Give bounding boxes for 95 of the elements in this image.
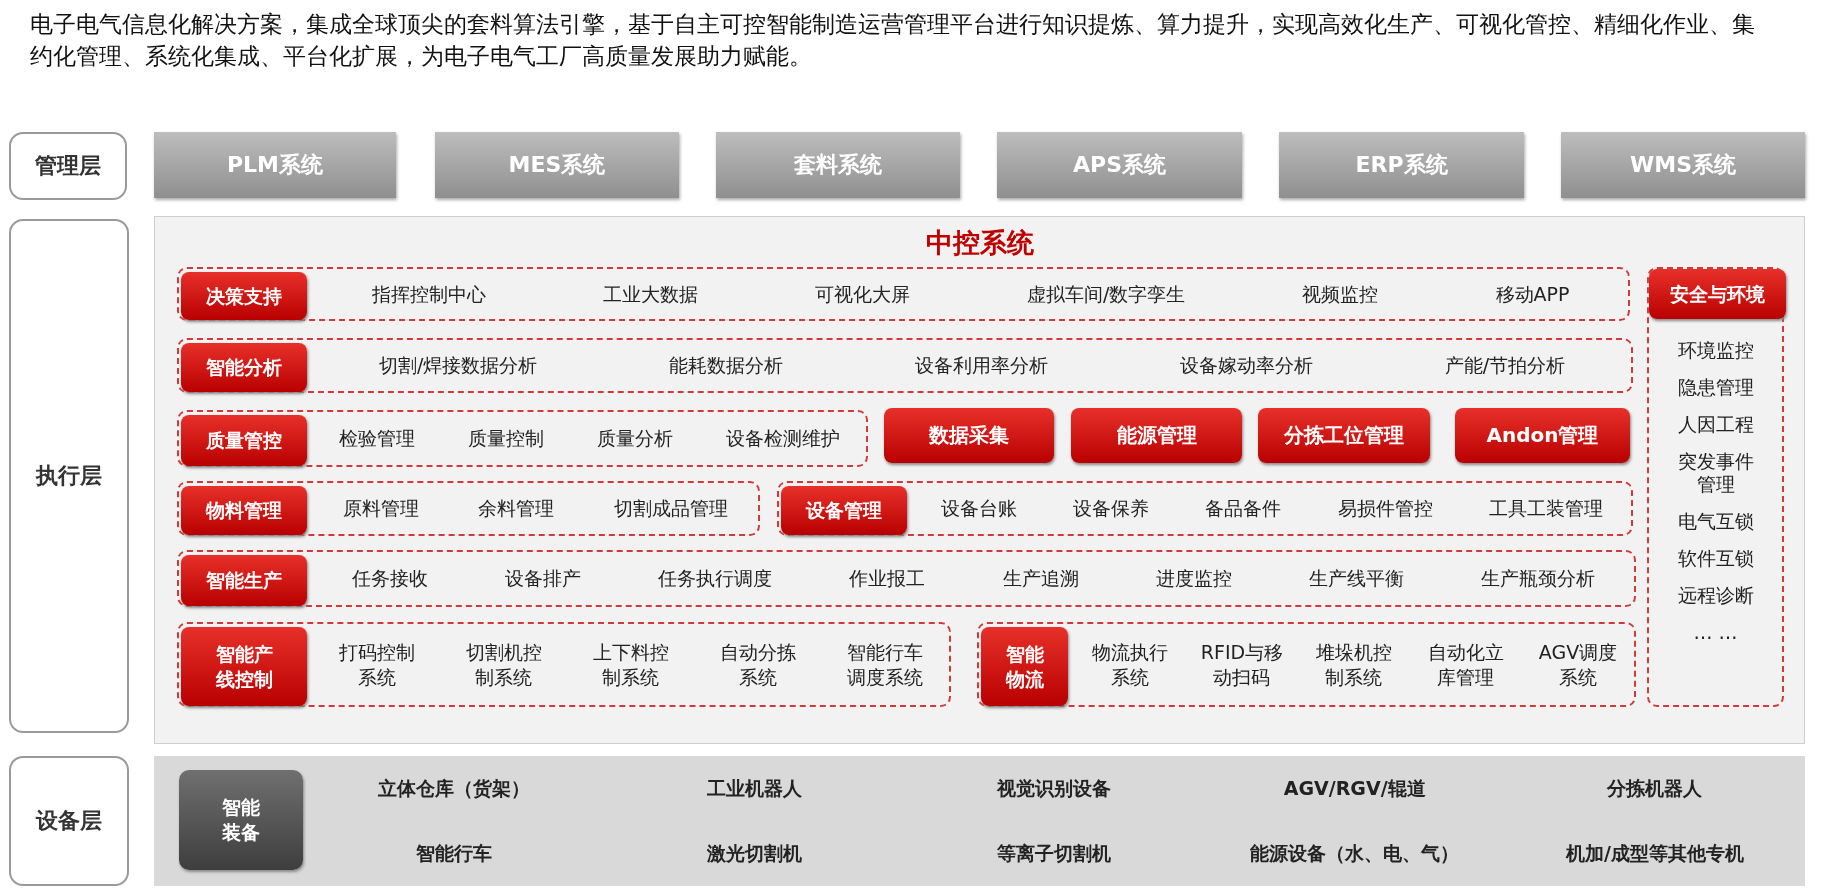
module-item-text: 自动化立库管理 xyxy=(1427,639,1505,690)
system-bar: 套料系统 xyxy=(716,132,960,198)
system-bar: MES系统 xyxy=(435,132,679,198)
module-item-text: 切割成品管理 xyxy=(614,496,729,521)
module-item-text: 可视化大屏 xyxy=(814,281,910,307)
module-item-text: AGV调度系统 xyxy=(1537,639,1619,690)
module-group-frame xyxy=(177,481,760,536)
module-tag: 智能生产 xyxy=(181,555,307,606)
module-item-text: 激光切割机 xyxy=(706,841,802,866)
module-item-text: 生产线平衡 xyxy=(1309,566,1405,591)
module-item-text: 检验管理 xyxy=(339,426,416,451)
module-group-frame xyxy=(977,622,1636,707)
module-tag: 质量管控 xyxy=(181,415,307,466)
module-item-text: 智能行车调度系统 xyxy=(846,639,925,690)
control-system-panel xyxy=(154,216,1805,744)
module-group-frame xyxy=(1647,267,1784,707)
intro-paragraph: 电子电气信息化解决方案，集成全球顶尖的套料算法引擎，基于自主可控智能制造运营管理平台进行知识提炼、算力提升，实现高效化生产、可视化管控、精细化作业、集约化管理、系统化集成、平台化扩展，为电子电气工厂高质量发展助力赋能。 xyxy=(30,10,1756,71)
module-tag: 智能物流 xyxy=(981,627,1068,706)
module-item-text: 任务接收 xyxy=(351,566,428,591)
module-item-text: RFID与移动扫码 xyxy=(1199,639,1285,690)
module-item-text: 隐患管理 xyxy=(1677,376,1754,399)
module-item-text: 进度监控 xyxy=(1155,566,1232,591)
module-item-text: 自动分拣系统 xyxy=(719,639,798,690)
module-item-text: 软件互锁 xyxy=(1677,547,1754,570)
system-bar: APS系统 xyxy=(997,132,1242,198)
module-tag: 安全与环境 xyxy=(1649,269,1786,319)
module-item-text: 易损件管控 xyxy=(1337,496,1433,521)
module-item-text: 远程诊断 xyxy=(1677,584,1754,607)
module-item-text: 设备嫁动率分析 xyxy=(1179,353,1313,378)
module-item-text: 等离子切割机 xyxy=(997,841,1112,866)
system-bar: ERP系统 xyxy=(1279,132,1524,198)
layer-label-box: 执行层 xyxy=(9,219,129,733)
module-item-text: 分拣机器人 xyxy=(1607,776,1703,801)
module-item-text: 打码控制系统 xyxy=(337,639,416,690)
module-button: 数据采集 xyxy=(884,408,1054,463)
module-item-text: 虚拟车间/数字孪生 xyxy=(1026,281,1186,307)
module-item-text: 切割/焊接数据分析 xyxy=(378,353,538,378)
system-bar: PLM系统 xyxy=(154,132,396,198)
equipment-band xyxy=(154,756,1805,886)
module-item-text: AGV/RGV/辊道 xyxy=(1283,776,1426,801)
module-item-text: 质量分析 xyxy=(596,426,673,451)
module-item-text: 视频监控 xyxy=(1302,281,1379,307)
module-item-text: 设备利用率分析 xyxy=(914,353,1048,378)
module-group-frame xyxy=(177,550,1636,607)
module-item-text: 能源设备（水、电、气） xyxy=(1250,841,1460,866)
module-button: Andon管理 xyxy=(1455,408,1630,463)
module-item-text: 立体仓库（货架） xyxy=(378,776,531,801)
module-item-text: 余料管理 xyxy=(478,496,555,521)
module-item-text: 备品备件 xyxy=(1205,496,1282,521)
module-item-text: 产能/节拍分析 xyxy=(1444,353,1566,378)
module-item-text: 设备保养 xyxy=(1073,496,1150,521)
module-item-text: … … xyxy=(1693,621,1738,644)
module-item-text: 移动APP xyxy=(1495,281,1570,307)
module-button: 能源管理 xyxy=(1071,408,1242,463)
module-item-text: 环境监控 xyxy=(1677,339,1754,362)
module-item-text: 任务执行调度 xyxy=(658,566,773,591)
module-group-frame xyxy=(177,338,1633,393)
module-group-frame xyxy=(177,622,951,707)
module-item-text: 设备台账 xyxy=(941,496,1018,521)
module-group-frame xyxy=(777,481,1633,536)
module-tag: 智能产线控制 xyxy=(181,627,307,706)
module-item-text: 作业报工 xyxy=(849,566,926,591)
module-item-text: 质量控制 xyxy=(468,426,545,451)
layer-label-box: 管理层 xyxy=(9,132,127,200)
module-item-text: 视觉识别设备 xyxy=(997,776,1112,801)
layer-label-box: 设备层 xyxy=(9,756,129,886)
module-button: 分拣工位管理 xyxy=(1258,408,1430,463)
module-item-text: 突发事件管理 xyxy=(1676,450,1755,496)
module-item-text: 人因工程 xyxy=(1677,413,1754,436)
module-tag: 决策支持 xyxy=(181,272,307,320)
module-item-text: 生产瓶颈分析 xyxy=(1481,566,1596,591)
module-item-text: 设备检测维护 xyxy=(725,426,840,451)
module-item-text: 切割机控制系统 xyxy=(464,639,543,690)
module-item-text: 工具工装管理 xyxy=(1488,496,1603,521)
module-item-text: 工业机器人 xyxy=(706,776,802,801)
module-tag: 智能分析 xyxy=(181,343,307,392)
module-item-text: 原料管理 xyxy=(342,496,419,521)
module-tag: 设备管理 xyxy=(781,486,907,535)
module-item-text: 生产追溯 xyxy=(1002,566,1079,591)
system-bar: WMS系统 xyxy=(1561,132,1805,198)
module-item-text: 工业大数据 xyxy=(602,281,698,307)
module-item-text: 机加/成型等其他专机 xyxy=(1565,841,1744,866)
module-tag: 物料管理 xyxy=(181,486,307,535)
module-item-text: 设备排产 xyxy=(504,566,581,591)
module-item-text: 上下料控制系统 xyxy=(591,639,670,690)
panel-heading: 中控系统 xyxy=(924,226,1035,260)
module-item-text: 堆垛机控制系统 xyxy=(1315,639,1393,690)
module-group-frame xyxy=(177,410,868,467)
module-tag: 智能装备 xyxy=(179,770,303,870)
module-group-frame xyxy=(177,267,1630,321)
module-item-text: 能耗数据分析 xyxy=(669,353,784,378)
module-item-text: 物流执行系统 xyxy=(1091,639,1169,690)
module-item-text: 指挥控制中心 xyxy=(371,281,486,307)
module-item-text: 智能行车 xyxy=(416,841,493,866)
module-item-text: 电气互锁 xyxy=(1677,510,1754,533)
